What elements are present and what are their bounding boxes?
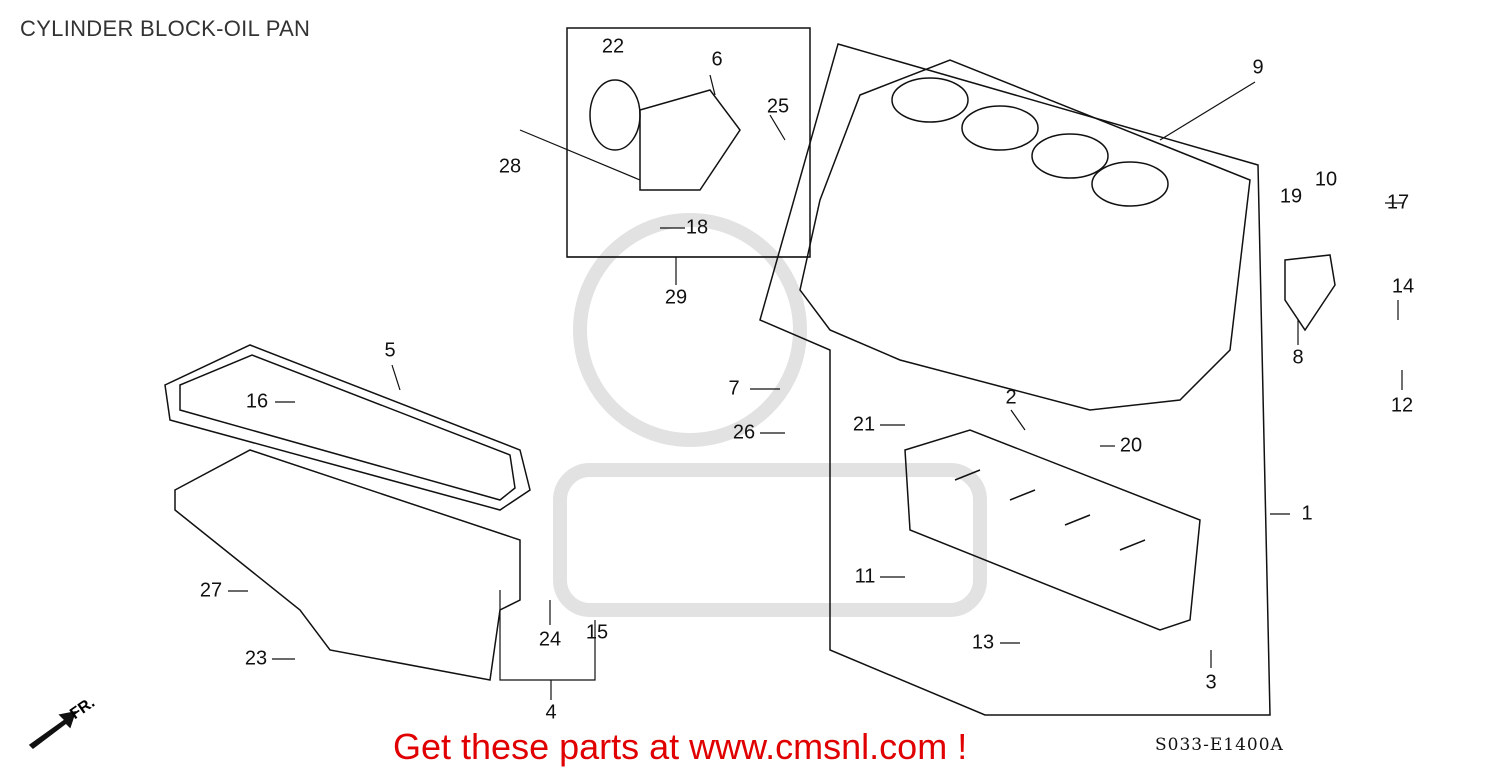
callout-18: 18 [685, 216, 709, 239]
oil-seal [589, 79, 641, 151]
callout-4: 4 [545, 701, 557, 724]
callout-29: 29 [664, 286, 688, 309]
callout-5: 5 [384, 339, 396, 362]
callout-28: 28 [498, 155, 522, 178]
bracket [1284, 254, 1336, 332]
callout-25: 25 [766, 95, 790, 118]
callout-21: 21 [852, 413, 876, 436]
callout-6: 6 [711, 48, 723, 71]
callout-10: 10 [1314, 168, 1338, 191]
watermark [553, 213, 987, 617]
page-title: CYLINDER BLOCK-OIL PAN [20, 16, 311, 41]
diagram-code: S033-E1400A [1155, 735, 1284, 755]
callout-2: 2 [1005, 386, 1017, 409]
callout-9: 9 [1252, 56, 1264, 79]
leader-lines [228, 74, 1403, 700]
callout-24: 24 [538, 628, 562, 651]
callout-3: 3 [1205, 671, 1217, 694]
callout-23: 23 [244, 647, 268, 670]
cylinder-block [799, 59, 1251, 411]
callout-19: 19 [1279, 185, 1303, 208]
callout-17: 17 [1386, 191, 1410, 214]
callout-14: 14 [1391, 275, 1415, 298]
callout-22: 22 [601, 35, 625, 58]
callout-20: 20 [1119, 434, 1143, 457]
callout-16: 16 [245, 390, 269, 413]
callout-8: 8 [1292, 346, 1304, 369]
callout-7: 7 [728, 377, 740, 400]
front-arrow [28, 711, 77, 749]
oil-pan-gasket [164, 344, 531, 511]
callout-27: 27 [199, 579, 223, 602]
oil-pan [174, 449, 521, 681]
callout-12: 12 [1390, 394, 1414, 417]
callout-13: 13 [971, 631, 995, 654]
callout-26: 26 [732, 421, 756, 444]
promo-link[interactable]: Get these parts at www.cmsnl.com ! [393, 726, 968, 767]
callout-11: 11 [854, 565, 876, 588]
callout-15: 15 [585, 621, 609, 644]
bearing-caps [904, 429, 1201, 631]
callout-1: 1 [1301, 502, 1313, 525]
seal-housing [639, 89, 741, 191]
block-outline [759, 43, 1271, 716]
